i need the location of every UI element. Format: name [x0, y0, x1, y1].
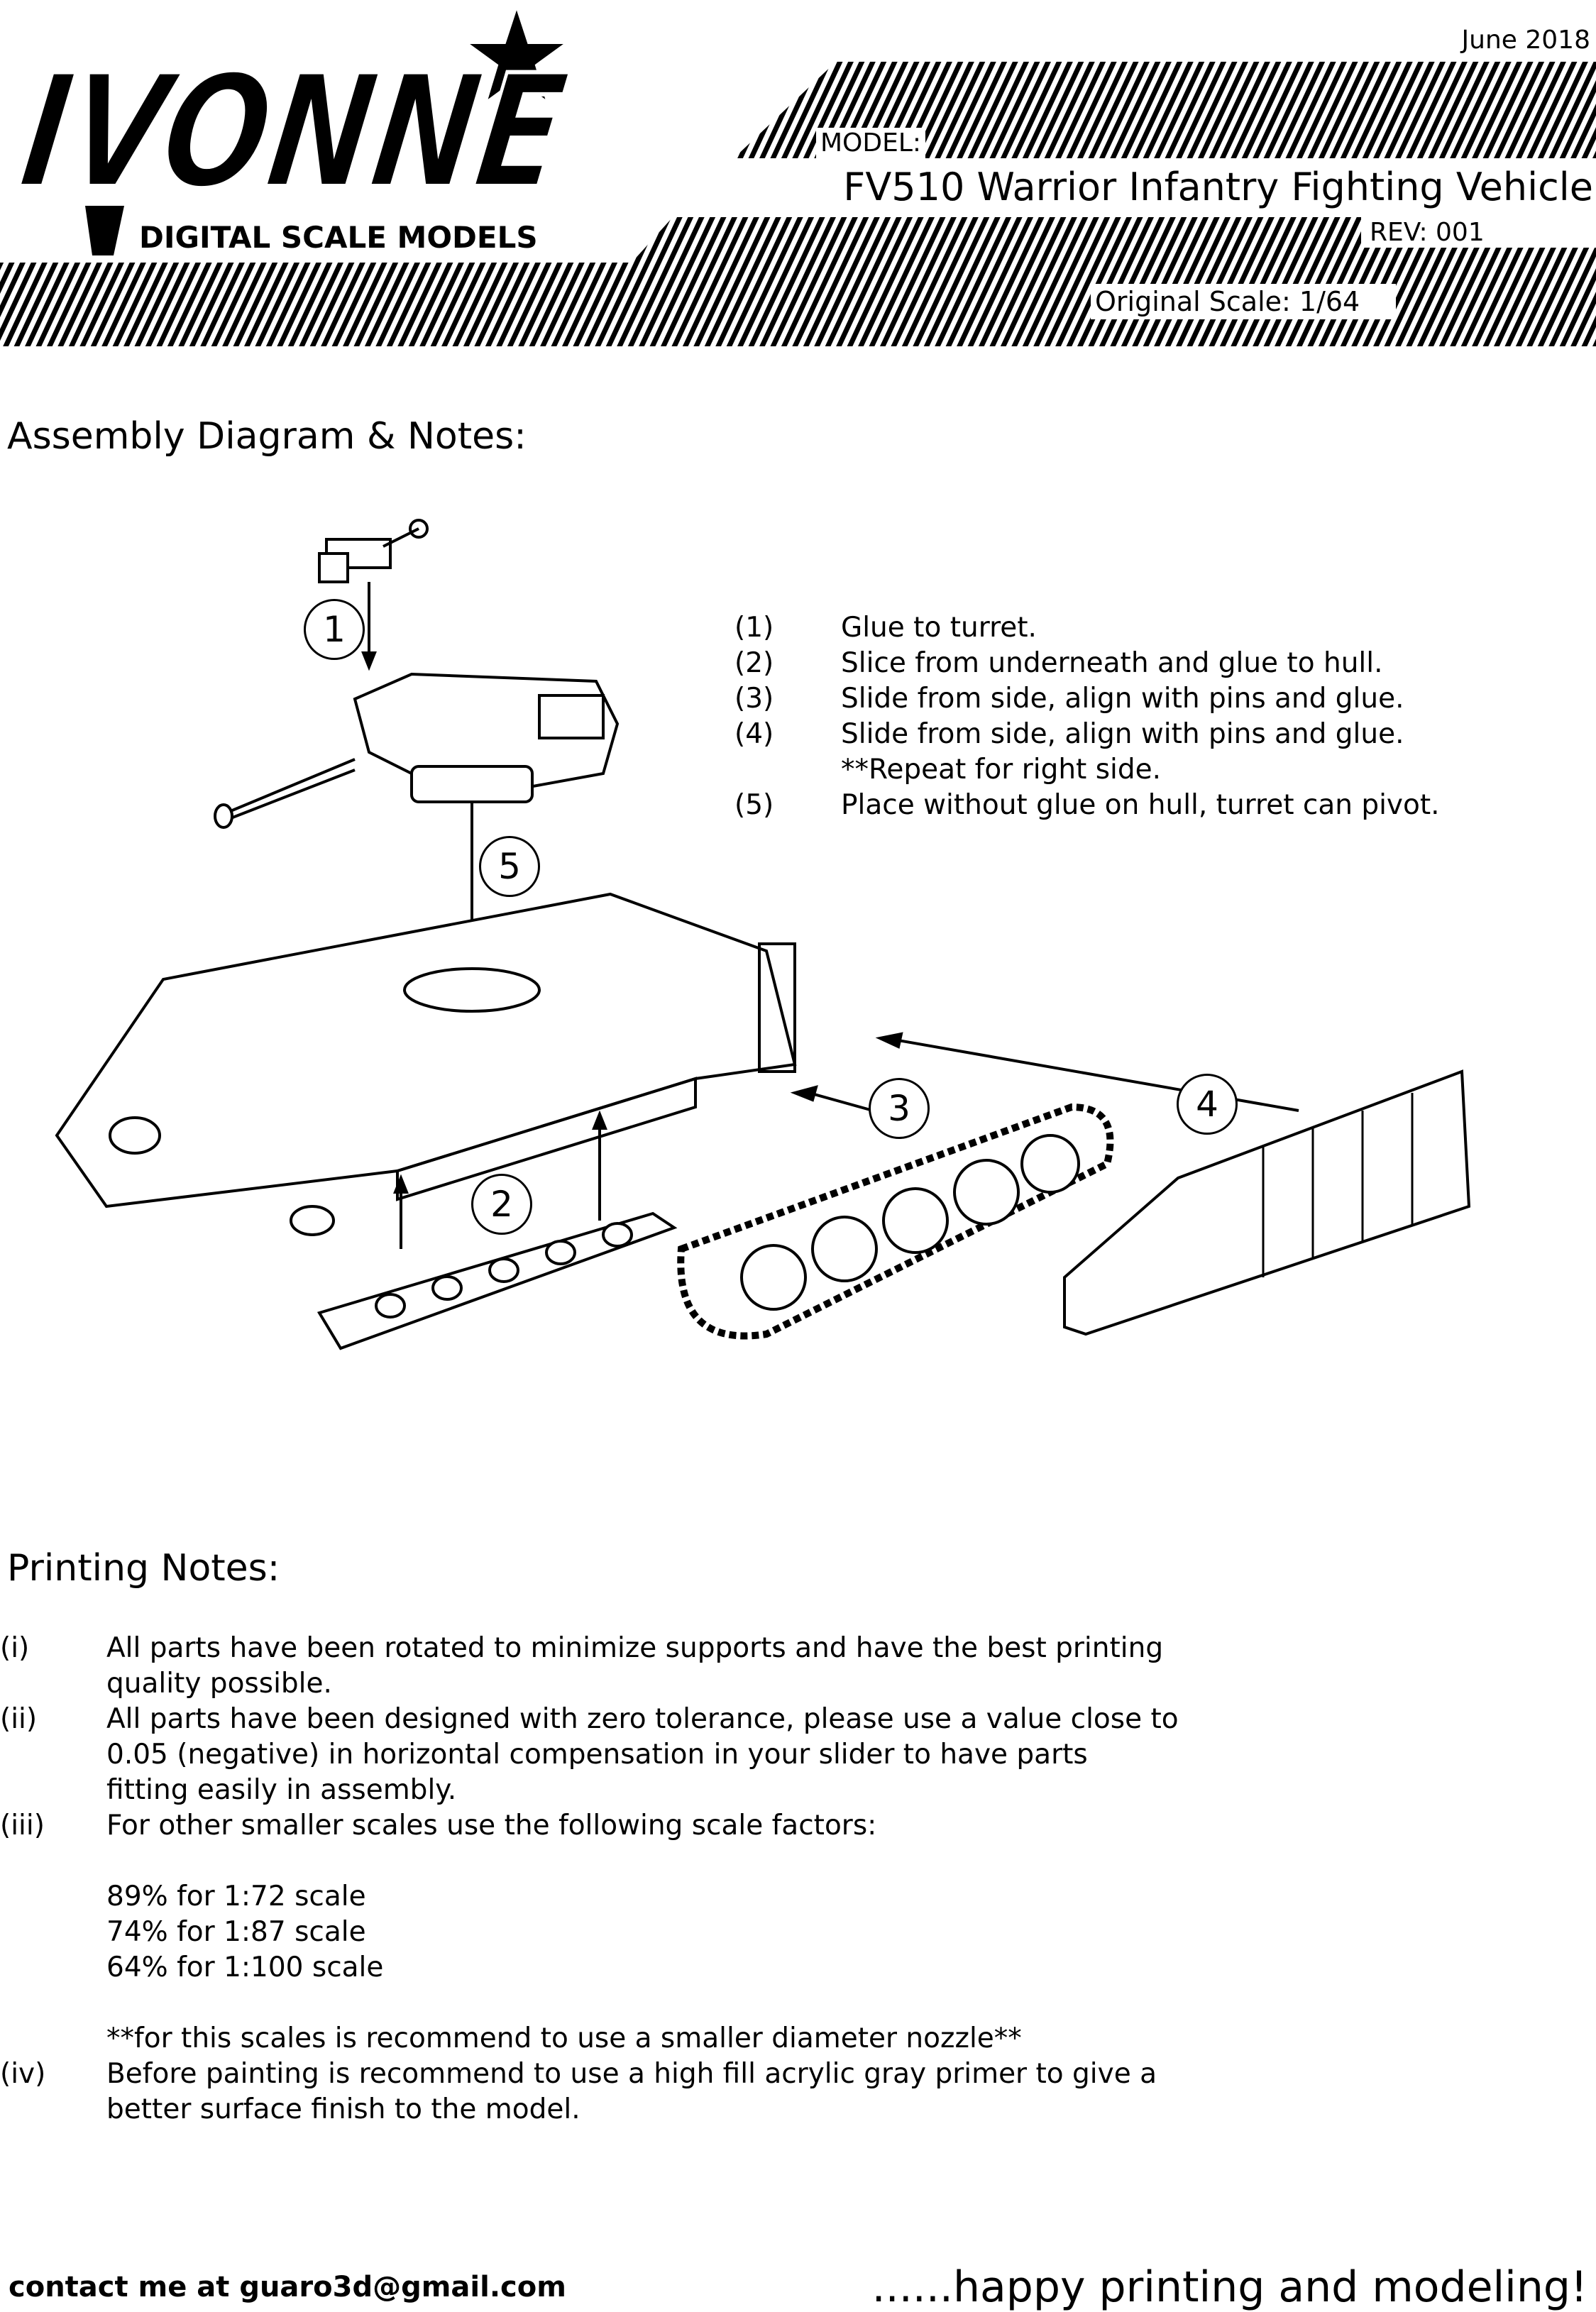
note-text: better surface finish to the model. — [106, 2093, 580, 2125]
assembly-diagram — [55, 519, 1471, 1350]
callout-2: 2 — [471, 1174, 532, 1235]
hatch-band-top — [734, 62, 1596, 158]
note-text: Slide from side, align with pins and glu… — [841, 718, 1404, 750]
note-text: 64% for 1:100 scale — [106, 1952, 384, 1983]
note-text: All parts have been rotated to minimize … — [106, 1632, 1164, 1664]
note-number: (ii) — [0, 1703, 38, 1735]
callout-4: 4 — [1177, 1074, 1238, 1135]
note-text: Place without glue on hull, turret can p… — [841, 789, 1440, 821]
note-text: Glue to turret. — [841, 612, 1037, 644]
note-text: **for this scales is recommend to use a … — [106, 2022, 1022, 2054]
model-name: FV510 Warrior Infantry Fighting Vehicle — [843, 165, 1593, 209]
callout-3: 3 — [869, 1078, 930, 1139]
contact-email: contact me at guaro3d@gmail.com — [9, 2271, 566, 2303]
assembly-heading: Assembly Diagram & Notes: — [7, 415, 527, 458]
header-banner: IVONNE — [0, 1, 1596, 346]
note-text: All parts have been designed with zero t… — [106, 1703, 1179, 1735]
part-track — [677, 1085, 1114, 1340]
part-suspension — [317, 1110, 678, 1350]
note-number: (3) — [734, 683, 774, 715]
ivonne-logo: IVONNE — [9, 1, 589, 259]
model-label: MODEL: — [816, 128, 926, 158]
note-number: (i) — [0, 1632, 30, 1664]
note-text: quality possible. — [106, 1668, 332, 1700]
part-sight — [318, 519, 429, 671]
svg-text:IVONNE: IVONNE — [11, 42, 576, 224]
note-text: fitting easily in assembly. — [106, 1774, 457, 1806]
note-text: Slice from underneath and glue to hull. — [841, 647, 1383, 679]
part-hull — [55, 892, 797, 1236]
note-number: (5) — [734, 789, 774, 821]
note-text: 74% for 1:87 scale — [106, 1916, 366, 1948]
note-number: (4) — [734, 718, 774, 750]
printing-heading: Printing Notes: — [7, 1547, 280, 1590]
callout-5: 5 — [479, 836, 540, 897]
date: June 2018 — [1461, 26, 1590, 55]
note-text: 89% for 1:72 scale — [106, 1881, 366, 1912]
note-number: (iv) — [0, 2058, 46, 2090]
original-scale: Original Scale: 1/64 — [1091, 284, 1396, 319]
note-text: **Repeat for right side. — [841, 754, 1162, 786]
signoff: ......happy printing and modeling! — [871, 2262, 1587, 2312]
note-text: Slide from side, align with pins and glu… — [841, 683, 1404, 715]
note-text: For other smaller scales use the followi… — [106, 1810, 877, 1842]
revision: REV: 001 — [1361, 217, 1596, 248]
note-text: 0.05 (negative) in horizontal compensati… — [106, 1739, 1088, 1771]
logo-subtitle: DIGITAL SCALE MODELS — [139, 220, 538, 255]
note-number: (1) — [734, 612, 774, 644]
note-number: (iii) — [0, 1810, 45, 1842]
note-text: Before painting is recommend to use a hi… — [106, 2058, 1157, 2090]
note-number: (2) — [734, 647, 774, 679]
callout-1: 1 — [304, 599, 365, 660]
